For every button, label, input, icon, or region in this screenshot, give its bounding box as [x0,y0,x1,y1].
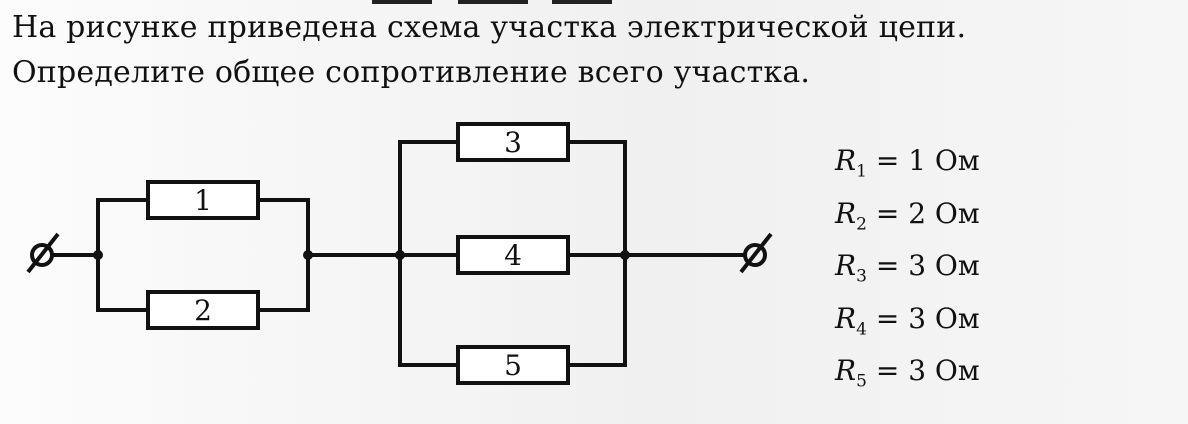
problem-text-line-2: Определите общее сопротивление всего уча… [12,55,811,90]
resistor-2 [146,290,260,330]
resistor-5 [456,345,570,385]
junction-node [93,250,103,260]
cropped-top-mark [458,0,528,4]
problem-text-line-1: На рисунке приведена схема участка элект… [12,10,967,45]
value-r5: R5 = 3 Ом [835,354,980,392]
value-r4: R4 = 3 Ом [835,301,980,340]
resistor-label-4: 4 [504,239,522,272]
value-r3: R3 = 3 Ом [835,249,980,287]
resistance-values: R1 = 1 Ом R2 = 2 Ом R3 = 3 Ом R4 = 3 Ом … [835,140,980,403]
wire [96,198,148,312]
junction-node [395,250,405,260]
junction-node [620,250,630,260]
wire [258,198,310,312]
terminal-right-icon [739,232,773,274]
resistor-label-2: 2 [194,294,212,327]
value-r2: R2 = 2 Ом [835,196,980,235]
resistor-label-1: 1 [194,184,212,217]
value-r1: R1 = 1 Ом [835,144,980,182]
terminal-left-icon [30,243,54,267]
cropped-top-mark [372,0,432,4]
junction-node [303,250,313,260]
terminal-right-icon [743,243,767,267]
resistor-label-5: 5 [504,349,522,382]
terminal-left-icon [26,232,60,274]
resistor-1 [146,180,260,220]
resistor-3 [456,122,570,162]
cropped-top-mark [552,0,612,4]
resistor-label-3: 3 [504,126,522,159]
resistor-4 [456,235,570,275]
